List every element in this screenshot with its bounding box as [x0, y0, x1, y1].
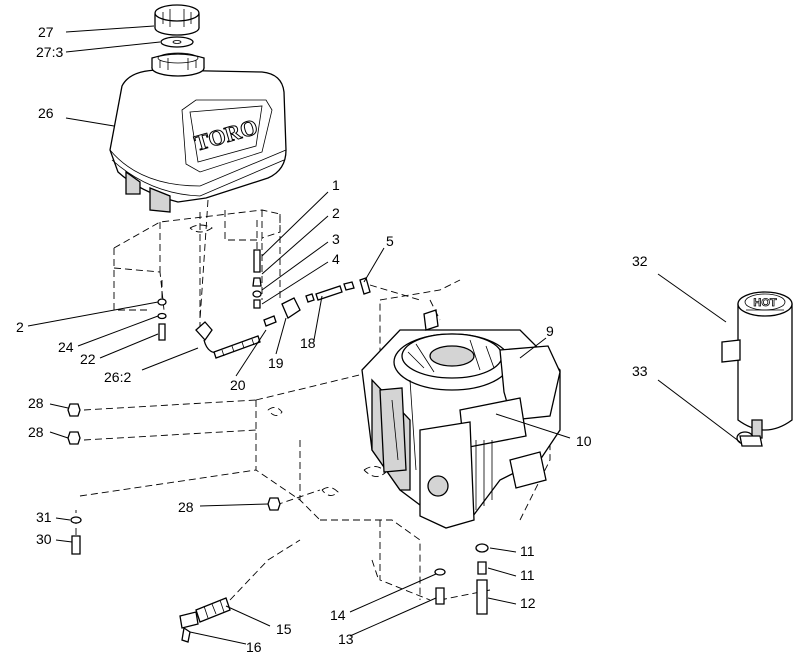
callout-16: 16	[246, 639, 262, 655]
callout-32: 32	[632, 253, 648, 269]
callout-2: 2	[332, 205, 340, 221]
callout-22: 22	[80, 351, 96, 367]
callout-10: 10	[576, 433, 592, 449]
leader-lines	[27, 25, 741, 645]
callout-13: 13	[338, 631, 354, 647]
engine	[361, 299, 561, 529]
fuel-cap	[154, 4, 200, 36]
callout-11-a: 11	[520, 543, 535, 559]
callout-30: 30	[36, 531, 52, 547]
callout-28-b: 28	[28, 424, 44, 440]
callout-31: 31	[36, 509, 52, 525]
callout-11-b: 11	[520, 567, 535, 583]
cap-gasket	[160, 36, 194, 48]
callout-1: 1	[332, 177, 340, 193]
callout-28-a: 28	[28, 395, 44, 411]
callout-20: 20	[230, 377, 246, 393]
callout-26: 26	[38, 105, 54, 121]
callout-18: 18	[300, 335, 316, 351]
callout-14: 14	[330, 607, 346, 623]
fuel-tank: TORO	[109, 52, 287, 213]
fuel-line-assembly	[157, 199, 421, 359]
callout-5: 5	[386, 233, 394, 249]
callout-2-lower: 2	[16, 319, 24, 335]
callout-33: 33	[632, 363, 648, 379]
callout-28-c: 28	[178, 499, 194, 515]
callout-15: 15	[276, 621, 292, 637]
callout-4: 4	[332, 251, 340, 267]
fuel-canister: HOT	[721, 291, 793, 447]
callout-3: 3	[332, 231, 340, 247]
callout-labels: 27 27:3 26 1 2 3 4 5 2 24 22 26:2 20 19 …	[16, 24, 648, 655]
canister-brand-logo: HOT	[753, 297, 777, 309]
callout-24: 24	[58, 339, 74, 355]
callout-9: 9	[546, 323, 554, 339]
callout-27: 27	[38, 24, 54, 40]
hardware	[67, 403, 489, 643]
callout-26-2: 26:2	[104, 369, 131, 385]
callout-27-3: 27:3	[36, 44, 63, 60]
callout-19: 19	[268, 355, 284, 371]
callout-12: 12	[520, 595, 536, 611]
